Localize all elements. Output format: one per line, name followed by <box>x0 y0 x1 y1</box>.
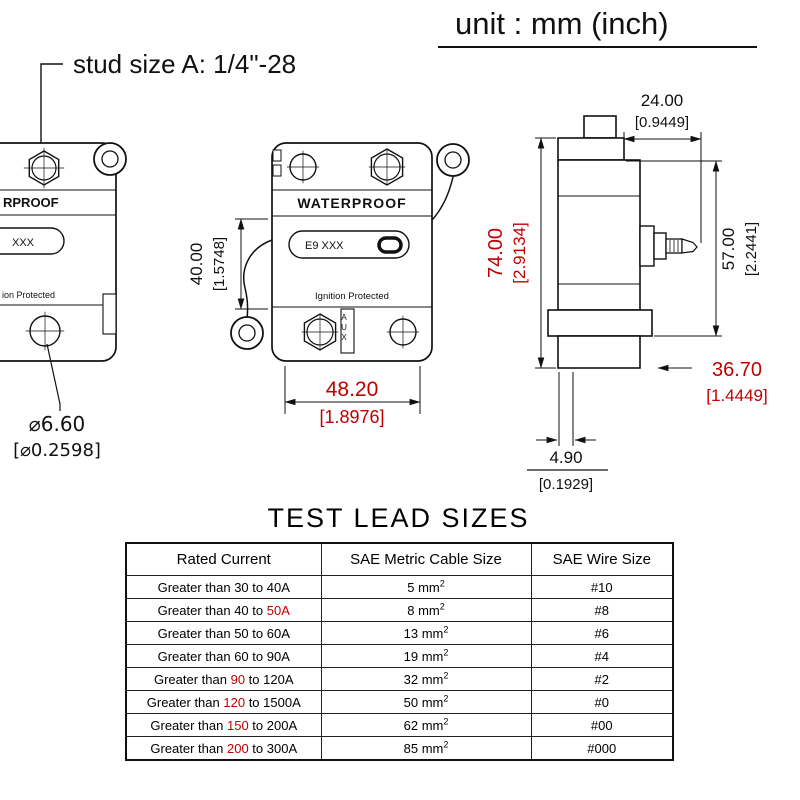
col-rated-current: Rated Current <box>125 542 322 576</box>
cable-size-cell: 8 mm2 <box>320 598 532 622</box>
cable-size-cell: 19 mm2 <box>320 644 532 668</box>
wire-size-cell: #4 <box>530 644 674 668</box>
hole-diameter-callout: ⌀6.60 [⌀0.2598] <box>13 343 101 461</box>
table-row: Greater than 200 to 300A 85 mm2 #000 <box>125 736 674 761</box>
reset-button-icon <box>377 236 403 254</box>
left-ignition-label: ion Protected <box>2 290 55 300</box>
hole-dia-mm: ⌀6.60 <box>29 412 86 436</box>
cable-size-cell: 5 mm2 <box>320 575 532 599</box>
dim-top-depth-24: 24.00 [0.9449] <box>623 91 702 243</box>
table-row: Greater than 50 to 60A 13 mm2 #6 <box>125 621 674 645</box>
dim-width-48: 48.20 [1.8976] <box>284 366 421 427</box>
cable-size-cell: 32 mm2 <box>320 667 532 691</box>
unit-label: unit : mm (inch) <box>455 6 669 41</box>
ignition-label: Ignition Protected <box>315 291 389 302</box>
side-view <box>547 115 698 369</box>
stud-nut-icon <box>368 148 406 186</box>
wire-size-cell: #000 <box>530 736 674 761</box>
rated-current-cell: Greater than 90 to 120A <box>125 667 322 691</box>
stud-offset-mm: 36.70 <box>712 359 762 381</box>
unit-note: unit : mm (inch) <box>438 6 757 48</box>
aux-tab <box>340 308 355 354</box>
wire-size-cell: #8 <box>530 598 674 622</box>
table-row: Greater than 40 to 50A 8 mm2 #8 <box>125 598 674 622</box>
width-mm: 48.20 <box>326 378 379 401</box>
table-row: Greater than 30 to 40A 5 mm2 #10 <box>125 575 674 599</box>
side-stud-icon <box>639 225 698 267</box>
height-mm: 40.00 <box>187 243 206 286</box>
hole-dia-in: [⌀0.2598] <box>13 440 101 461</box>
wire-size-cell: #00 <box>530 713 674 737</box>
table-row: Greater than 60 to 90A 19 mm2 #4 <box>125 644 674 668</box>
model-label: E9 XXX <box>305 240 344 252</box>
cap-tether-cord-left <box>243 239 273 319</box>
dim-height-40: 40.00 [1.5748] <box>187 218 268 310</box>
dim-side-height-74: 74.00 [2.9134] <box>485 137 556 369</box>
width-in: [1.8976] <box>319 407 384 427</box>
left-brand-label: RPROOF <box>3 195 59 210</box>
aux-tab <box>102 293 117 335</box>
dim-stud-offset-36: 36.70 [1.4449] <box>657 359 768 405</box>
cable-size-cell: 13 mm2 <box>320 621 532 645</box>
terminal-mark <box>272 164 282 177</box>
rubber-cap-icon <box>230 316 264 350</box>
cable-size-cell: 62 mm2 <box>320 713 532 737</box>
terminal-mark <box>272 149 282 162</box>
front-view: WATERPROOF E9 XXX Ignition Protected AUX <box>230 142 470 362</box>
cable-size-cell: 85 mm2 <box>320 736 532 761</box>
stud-height-mm: 57.00 <box>719 228 738 271</box>
col-cable-size: SAE Metric Cable Size <box>320 542 532 576</box>
table-header-row: Rated Current SAE Metric Cable Size SAE … <box>125 542 674 576</box>
stud-terminal-icon <box>23 147 65 189</box>
rated-current-cell: Greater than 50 to 60A <box>125 621 322 645</box>
table-row: Greater than 150 to 200A 62 mm2 #00 <box>125 713 674 737</box>
rated-current-cell: Greater than 40 to 50A <box>125 598 322 622</box>
test-lead-sizes-section: TEST LEAD SIZES Rated Current SAE Metric… <box>125 503 674 761</box>
col-wire-size: SAE Wire Size <box>530 542 674 576</box>
stud-offset-in: [1.4449] <box>706 386 767 405</box>
rubber-cap-icon <box>93 142 127 176</box>
screw-terminal-icon <box>286 150 320 184</box>
stud-height-in: [2.2441] <box>743 222 760 276</box>
height-in: [1.5748] <box>211 237 228 291</box>
label-slot <box>288 230 410 259</box>
wire-size-cell: #6 <box>530 621 674 645</box>
cap-tether-cord-right <box>431 176 454 221</box>
stud-size-label: stud size A: 1/4"-28 <box>73 49 296 79</box>
left-model-label: XXX <box>12 237 35 249</box>
dim-base-offset-4-90: 4.90 [0.1929] <box>527 372 608 493</box>
stud-leader-line <box>40 63 63 150</box>
dim-stud-height-57: 57.00 [2.2441] <box>626 160 760 337</box>
rated-current-cell: Greater than 150 to 200A <box>125 713 322 737</box>
hole-leader-line <box>46 343 61 411</box>
mounting-hole-icon <box>25 311 65 351</box>
rubber-cap-icon <box>436 143 470 177</box>
stud-size-note: stud size A: 1/4"-28 <box>40 49 296 150</box>
top-depth-in: [0.9449] <box>635 114 689 131</box>
rated-current-cell: Greater than 60 to 90A <box>125 644 322 668</box>
wire-size-cell: #2 <box>530 667 674 691</box>
cable-size-cell: 50 mm2 <box>320 690 532 714</box>
rated-current-cell: Greater than 30 to 40A <box>125 575 322 599</box>
wire-size-cell: #10 <box>530 575 674 599</box>
side-height-in: [2.9134] <box>510 222 529 283</box>
stud-nut-icon <box>301 313 339 351</box>
base-offset-in: [0.1929] <box>539 476 593 493</box>
top-depth-mm: 24.00 <box>641 91 684 110</box>
dimension-drawing: unit : mm (inch) stud size A: 1/4"-28 RP… <box>0 6 768 493</box>
rated-current-cell: Greater than 120 to 1500A <box>125 690 322 714</box>
table-row: Greater than 120 to 1500A 50 mm2 #0 <box>125 690 674 714</box>
brand-label: WATERPROOF <box>297 195 406 211</box>
screw-terminal-icon <box>386 315 420 349</box>
rated-current-cell: Greater than 200 to 300A <box>125 736 322 761</box>
left-view: RPROOF XXX ion Protected <box>0 142 127 362</box>
test-lead-table: Rated Current SAE Metric Cable Size SAE … <box>125 542 674 761</box>
table-row: Greater than 90 to 120A 32 mm2 #2 <box>125 667 674 691</box>
base-offset-mm: 4.90 <box>549 448 582 467</box>
aux-label: AUX <box>340 313 349 343</box>
side-height-mm: 74.00 <box>485 228 507 278</box>
wire-size-cell: #0 <box>530 690 674 714</box>
table-title: TEST LEAD SIZES <box>267 503 530 533</box>
